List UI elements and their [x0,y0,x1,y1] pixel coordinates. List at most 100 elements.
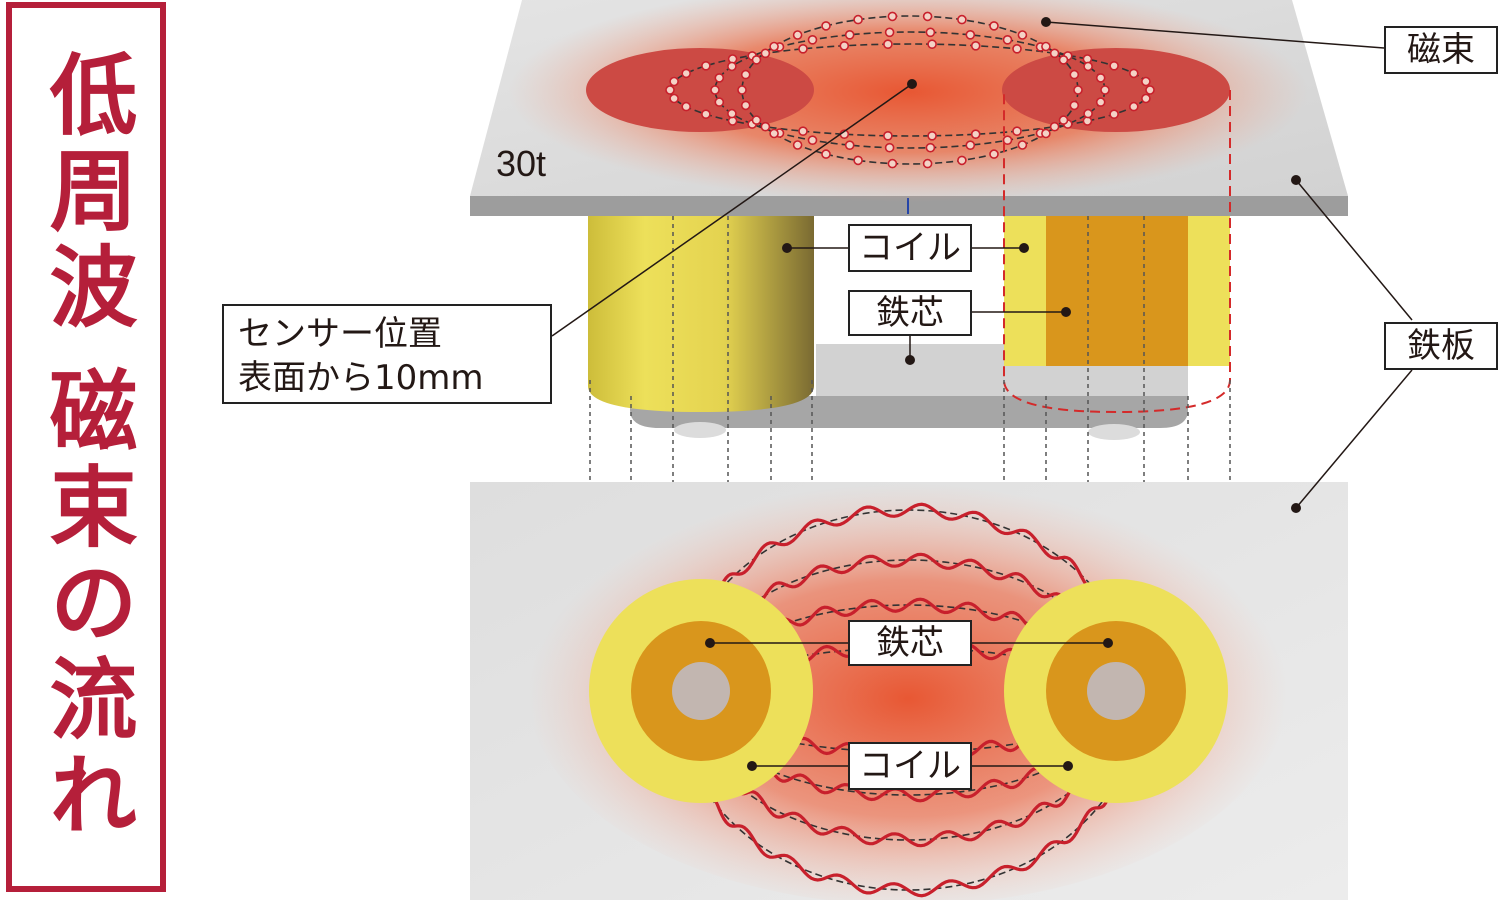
flux-bead [751,55,762,65]
flux-bead [821,149,831,159]
label-sensor-line1: センサー位置 [238,314,442,354]
flux-bead [970,129,981,139]
label-sensor-position: センサー位置 表面から10mm [222,304,552,404]
plate-thickness-label: 30t [496,143,546,184]
flux-bead [727,61,737,72]
flux-bead [1109,61,1119,71]
left-pole-ellipse [586,48,814,132]
flux-bead [957,14,967,25]
flux-bead [710,85,720,95]
flux-bead [769,41,779,52]
flux-bead [1095,97,1106,107]
flux-bead [740,100,751,111]
flux-bead [1049,48,1060,59]
flux-bead [922,11,933,22]
flux-bead [1017,140,1028,150]
flux-bead [792,140,803,150]
label-coil-bottom: コイル [848,742,972,790]
flux-bead [1002,135,1013,145]
flux-bead [714,73,725,83]
flux-bead [665,85,675,95]
right-pole-ellipse [1002,48,1230,132]
flux-bead [798,43,808,54]
left-coil-cylinder [588,216,814,412]
flux-bead [1002,34,1013,45]
flux-bead [740,69,751,80]
flux-bead [957,155,967,166]
flux-bead [701,61,711,71]
leader-lines [551,21,1413,767]
flux-bead [839,40,850,51]
flux-bead [925,142,936,153]
flux-bead [1129,68,1139,79]
flux-bead [760,48,771,59]
label-core-bottom: 鉄芯 [848,620,972,666]
flux-bead [853,155,863,166]
right-coil-outer-right [1188,216,1230,366]
title-frame: 低周波 磁束の流れ [6,2,166,892]
flux-bead [701,109,711,119]
title-line-1: 低周波 [35,49,138,337]
flux-bead [1069,69,1080,80]
flux-bead [1041,41,1051,52]
flux-bead [798,126,808,136]
flux-bead [714,97,725,107]
flux-bead [1100,85,1110,95]
flux-bead [883,39,893,50]
flux-bead [737,85,747,95]
flux-bead [989,21,999,31]
flux-bead [669,93,679,104]
flux-bead [1049,121,1060,132]
flux-bead [681,101,692,112]
label-core-top: 鉄芯 [848,290,972,336]
yoke-foot-right [1088,424,1140,440]
label-coil-top: コイル [848,224,972,272]
flux-bead [965,29,976,40]
flux-bead [884,27,895,38]
flux-bead [1012,43,1022,54]
label-flux: 磁束 [1384,26,1498,74]
flux-bead [887,158,898,169]
right-coil-top-view [1004,579,1228,803]
flux-bead [1129,101,1139,112]
flux-bead [760,121,771,132]
flux-bead [1073,85,1083,95]
flux-bead [1083,61,1093,72]
flux-bead [1083,108,1093,119]
flux-bead [1017,30,1028,40]
flux-bead [965,140,976,150]
flux-bead [669,76,679,87]
label-sensor-line2: 表面から10mm [238,358,484,398]
flux-bead [1141,76,1151,87]
top-flux-dots [665,11,1155,169]
label-iron-plate: 鉄板 [1384,322,1498,370]
flux-bead [883,131,893,141]
flux-bead [727,108,737,119]
flux-bead [681,68,692,79]
flux-bead [844,140,855,150]
flux-bead [927,39,937,50]
flux-bead [1058,115,1069,125]
flux-bead [807,34,818,45]
flux-bead [1041,128,1051,139]
flux-bead [922,158,933,169]
flux-bead [751,115,762,125]
flux-bead [807,135,818,145]
flux-bead [989,149,999,159]
flux-bead [1095,73,1106,83]
flux-bead [927,131,937,141]
flux-bead [925,27,936,38]
yoke-foot-left [674,422,726,438]
flux-bead [1058,55,1069,65]
right-cut-outline [1003,90,1231,414]
right-coil-outer-left [1004,216,1046,366]
title-line-2: 磁束の流れ [35,365,138,845]
right-core-section [1046,216,1188,366]
flux-bead [887,11,898,22]
flux-bead [1145,85,1155,95]
flux-bead [853,14,863,25]
flux-bead [792,30,803,40]
left-coil-top-view [589,579,813,803]
flux-bead [844,29,855,40]
